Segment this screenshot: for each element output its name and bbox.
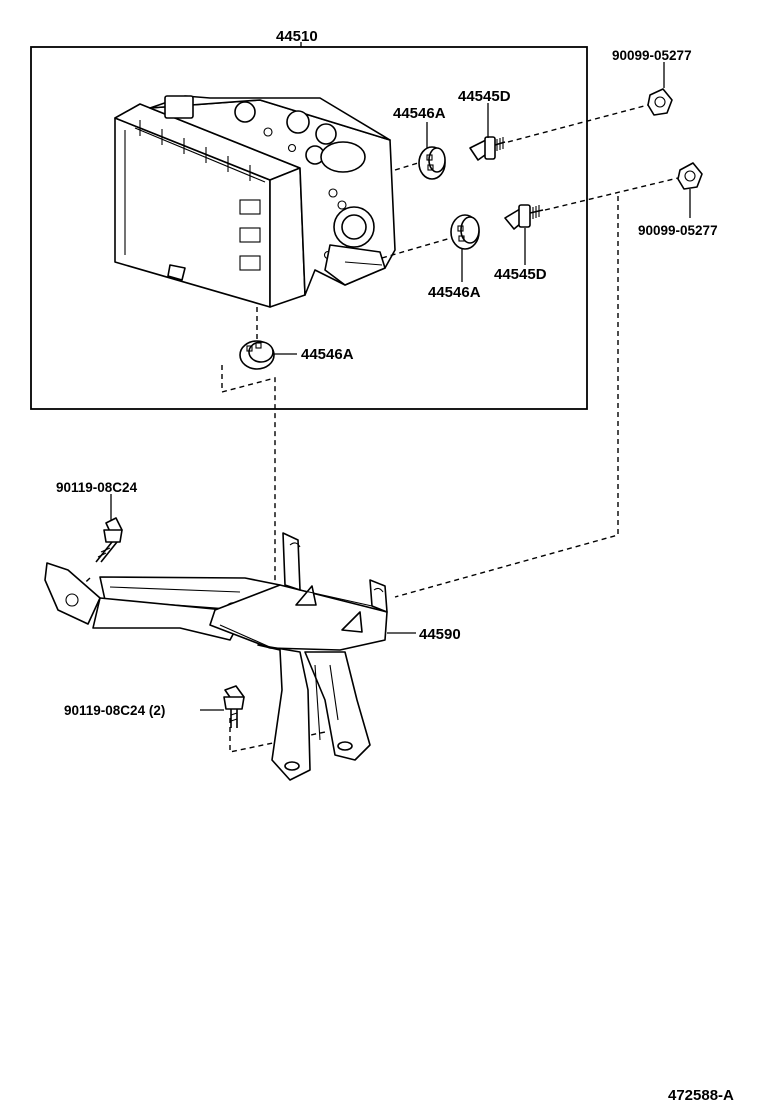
bolt-bracket-upper[interactable] [95, 517, 123, 563]
motor-boss [324, 206, 386, 286]
label-90099-05277-upper: 90099-05277 [612, 48, 692, 63]
label-44590: 44590 [419, 626, 461, 643]
assembly-frame [30, 46, 588, 410]
label-90119-08c24-lower: 90119-08C24 (2) [64, 703, 165, 718]
damper-lower[interactable] [450, 214, 480, 250]
abs-actuator-unit[interactable] [114, 95, 396, 308]
label-44546a-upper: 44546A [393, 105, 446, 122]
nut-upper-dash [507, 104, 649, 143]
port-caps [234, 101, 366, 260]
label-44510: 44510 [276, 28, 318, 45]
damper-upper-dash [394, 162, 419, 171]
bolt-lower[interactable] [504, 204, 544, 230]
label-90099-05277-lower: 90099-05277 [638, 223, 718, 238]
bracket[interactable] [44, 532, 388, 781]
damper-upper[interactable] [418, 146, 446, 180]
nut-upper[interactable] [647, 88, 673, 116]
nut-lower-dash [544, 177, 679, 211]
damper-bottom[interactable] [239, 340, 275, 370]
damper-lower-dash [381, 237, 452, 259]
label-90119-08c24-upper: 90119-08C24 [56, 480, 138, 495]
connector-ribs [139, 120, 261, 271]
label-44545d-upper: 44545D [458, 88, 511, 105]
label-44546a-bottom: 44546A [301, 346, 354, 363]
bolt-bracket-lower[interactable] [223, 685, 245, 728]
nut-lower[interactable] [677, 162, 703, 190]
bolt-upper[interactable] [469, 136, 506, 161]
label-44545d-lower: 44545D [494, 266, 547, 283]
label-44546a-lower: 44546A [428, 284, 481, 301]
label-diagram-id: 472588-A [668, 1087, 734, 1104]
